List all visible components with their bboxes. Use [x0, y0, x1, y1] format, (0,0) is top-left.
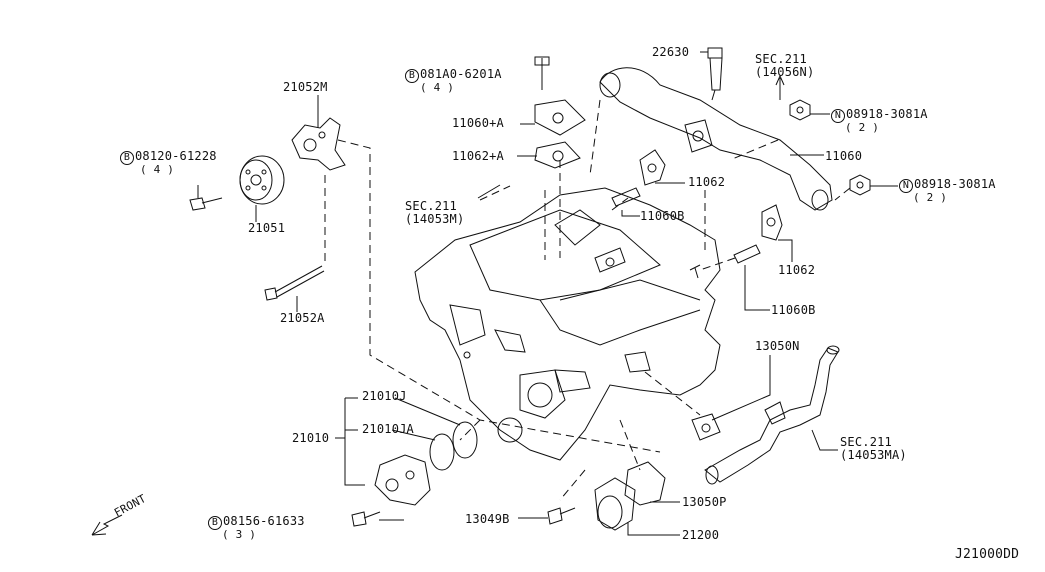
pulley-21051	[239, 155, 285, 205]
nut-08918-upper	[789, 99, 811, 121]
bolt-21052A	[264, 265, 325, 301]
pipe-11060	[599, 67, 833, 211]
part-label-22630: 22630	[652, 45, 690, 59]
stud-11060B-top	[611, 187, 641, 207]
sec-label-14053MA: SEC.211	[840, 435, 892, 449]
outlet-11060A	[534, 99, 586, 136]
water-pump-21010	[374, 454, 431, 506]
part-qty-08156: ( 3 )	[222, 528, 257, 541]
part-label-21010J: 21010J	[362, 389, 407, 403]
part-label-21052A: 21052A	[280, 311, 325, 325]
engine-block	[414, 187, 721, 461]
gasket-21010J	[452, 421, 478, 459]
part-label-11060B-top: 11060B	[640, 209, 685, 223]
sec-label-14056N: SEC.211	[755, 52, 807, 66]
b-circle-icon: B	[405, 69, 419, 83]
b-circle-icon: B	[208, 516, 222, 530]
part-label-11062-top: 11062	[688, 175, 726, 189]
gasket-21010JA	[429, 433, 455, 471]
sec-ref-14056N: (14056N)	[755, 65, 815, 79]
sensor-22630	[707, 47, 723, 101]
part-label-13050N: 13050N	[755, 339, 800, 353]
bolt-08156	[351, 511, 381, 527]
part-label-11062A: 11062+A	[452, 149, 504, 163]
part-qty-08120: ( 4 )	[140, 163, 175, 176]
pipe-13050N	[691, 345, 840, 485]
part-qty-081A0: ( 4 )	[420, 81, 455, 94]
part-qty-08918-upper: ( 2 )	[845, 121, 880, 134]
part-label-21010: 21010	[292, 431, 330, 445]
part-label-21010JA: 21010JA	[362, 422, 414, 436]
gasket-11062A	[534, 141, 581, 169]
gasket-11062-right	[761, 204, 783, 241]
part-label-21200: 21200	[682, 528, 720, 542]
n-circle-icon: N	[899, 179, 913, 193]
part-label-11062-right: 11062	[778, 263, 816, 277]
part-label-21052M: 21052M	[283, 80, 328, 94]
part-qty-08918-lower: ( 2 )	[913, 191, 948, 204]
bolt-08120	[189, 197, 223, 211]
guide-lines	[324, 99, 851, 501]
b-circle-icon: B	[120, 151, 134, 165]
sec-ref-14053MA: (14053MA)	[840, 448, 907, 462]
sec-ref-14053M: (14053M)	[405, 212, 465, 226]
nut-08918-lower	[849, 174, 871, 196]
bolt-13049B	[547, 507, 576, 525]
leader-lines	[197, 51, 898, 536]
gasket-11062-top	[639, 149, 666, 186]
part-label-11060A: 11060+A	[452, 116, 504, 130]
front-arrow-icon	[91, 514, 123, 536]
part-label-11060B-right: 11060B	[771, 303, 816, 317]
housing-21200	[594, 477, 636, 531]
diagram-code: J21000DD	[955, 547, 1020, 562]
sec-label-14053M: SEC.211	[405, 199, 457, 213]
gasket-13050P	[624, 461, 666, 506]
part-label-13050P: 13050P	[682, 495, 727, 509]
n-circle-icon: N	[831, 109, 845, 123]
part-label-13049B: 13049B	[465, 512, 510, 526]
bracket-21052M	[291, 117, 346, 171]
part-label-21051: 21051	[248, 221, 286, 235]
part-label-11060: 11060	[825, 149, 863, 163]
stud-11060B-right	[733, 244, 761, 264]
